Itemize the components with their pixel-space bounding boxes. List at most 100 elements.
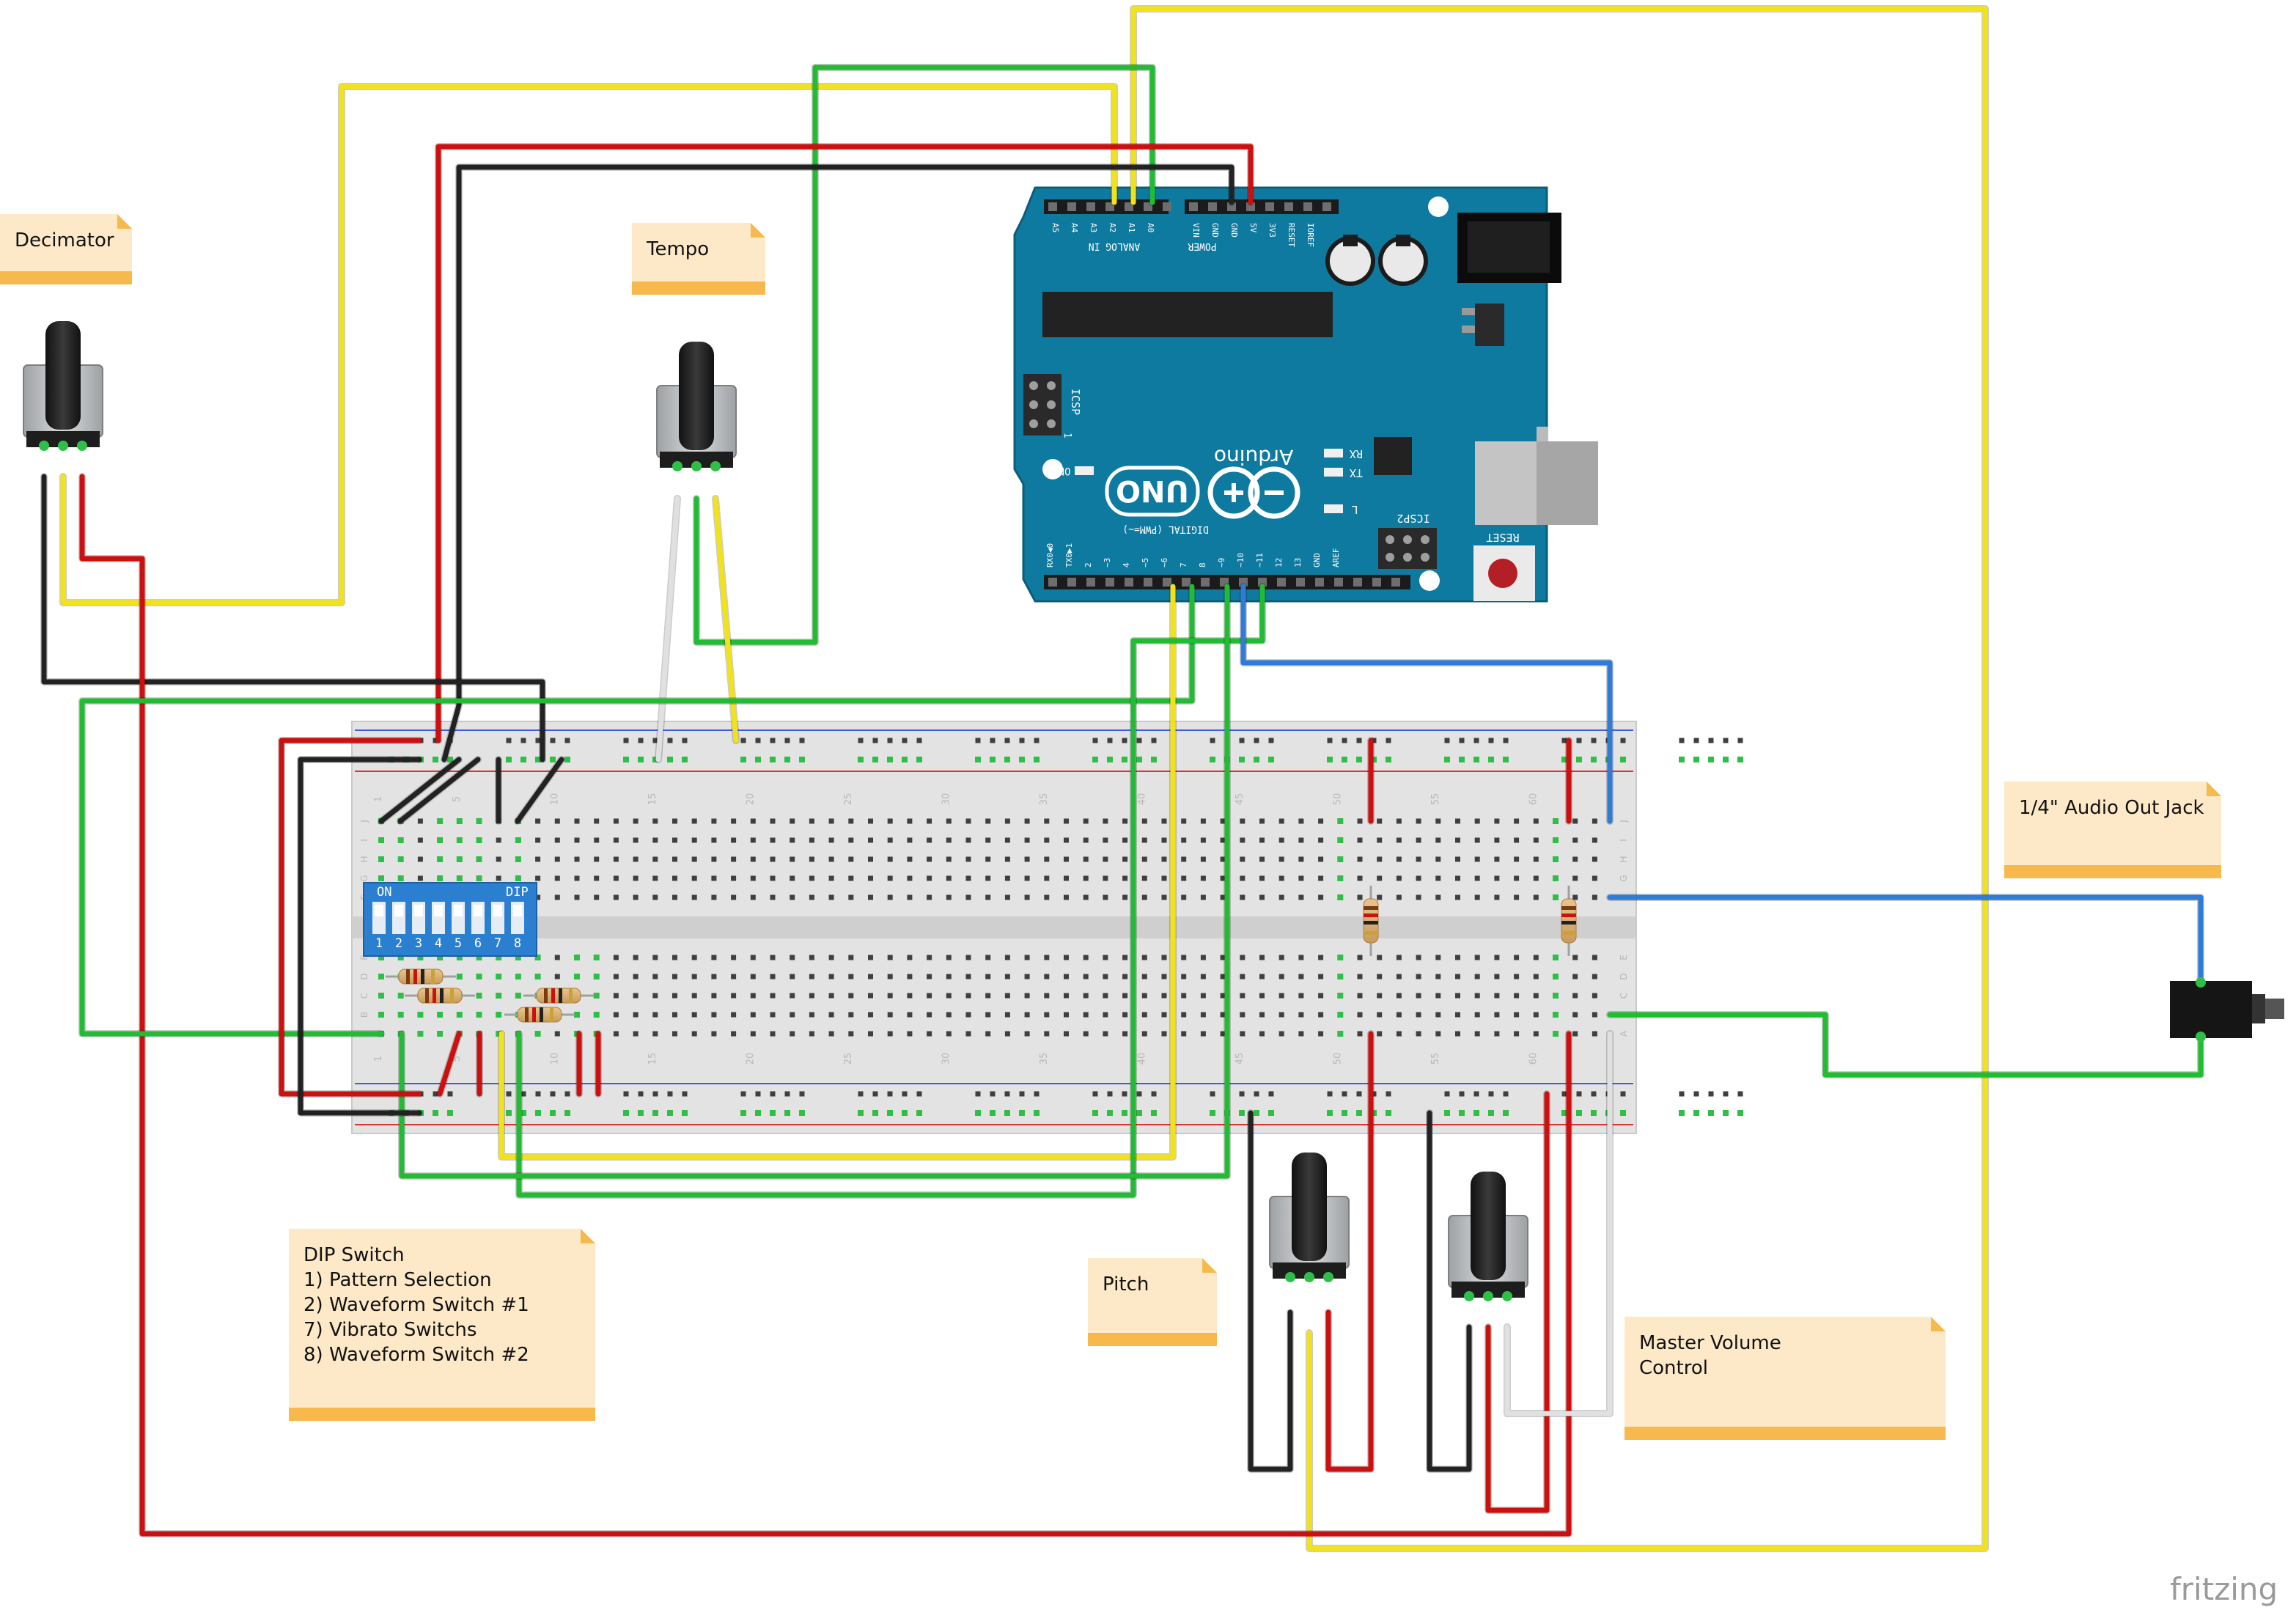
breadboard-hole	[1494, 955, 1500, 960]
rail-hole-connected	[1151, 757, 1157, 762]
breadboard-hole	[946, 894, 952, 900]
breadboard-hole	[1435, 974, 1441, 979]
connected-hole	[476, 993, 482, 999]
rail-hole	[1737, 1091, 1743, 1097]
breadboard-hole	[672, 1031, 677, 1037]
rail-hole-connected	[1092, 1110, 1098, 1116]
rail-hole	[1459, 738, 1465, 743]
breadboard-hole	[1435, 875, 1441, 881]
breadboard-hole	[691, 856, 697, 862]
rail-hole-connected	[784, 757, 790, 762]
breadboard-hole	[554, 974, 560, 979]
connected-hole	[1337, 837, 1344, 843]
rail-hole	[1019, 738, 1025, 743]
wire-green-pin7	[79, 584, 1195, 1037]
breadboard-hole	[1004, 875, 1010, 881]
dip-toggle-knob	[434, 905, 443, 916]
connected-hole	[378, 974, 384, 979]
rail-hole-connected	[1371, 757, 1377, 762]
breadboard-hole	[417, 837, 423, 843]
breadboard-hole	[1220, 818, 1226, 824]
breadboard-hole	[1592, 1012, 1597, 1018]
breadboard-hole	[965, 1031, 971, 1037]
breadboard-hole	[1103, 1012, 1108, 1018]
rail-hole-connected	[1459, 1110, 1465, 1116]
connected-hole	[1337, 875, 1344, 881]
wire-yellow-decimator	[60, 84, 1117, 606]
breadboard-hole	[907, 875, 913, 881]
breadboard-hole	[809, 1012, 814, 1018]
breadboard-hole	[770, 818, 776, 824]
rail-hole	[770, 1091, 776, 1097]
row-letter: I	[1619, 839, 1629, 842]
breadboard-hole	[1474, 1031, 1480, 1037]
breadboard-hole	[1004, 894, 1010, 900]
breadboard-hole	[907, 856, 913, 862]
dip-number: 2	[395, 936, 402, 951]
breadboard-hole	[1377, 993, 1383, 999]
header-pin	[1105, 202, 1114, 211]
breadboard-hole	[809, 1031, 814, 1037]
rail-hole-connected	[652, 757, 658, 762]
dip-toggle-knob	[394, 905, 403, 916]
breadboard-hole	[868, 894, 873, 900]
row-letter: H	[1619, 856, 1629, 862]
breadboard-hole	[1435, 1031, 1441, 1037]
breadboard-hole	[1396, 837, 1402, 843]
breadboard-hole	[1122, 1031, 1128, 1037]
rail-hole	[1576, 738, 1582, 743]
breadboard-hole	[1103, 875, 1108, 881]
breadboard-hole	[1533, 974, 1539, 979]
breadboard-hole	[594, 837, 600, 843]
breadboard-hole	[1181, 894, 1187, 900]
breadboard-hole	[1259, 955, 1265, 960]
rail-hole-connected	[1503, 757, 1509, 762]
rail-hole-connected	[784, 1110, 790, 1116]
dip-number: 7	[494, 936, 501, 951]
breadboard-hole	[809, 818, 814, 824]
breadboard-hole	[965, 993, 971, 999]
breadboard-hole	[868, 837, 873, 843]
breadboard-hole	[652, 955, 658, 960]
rail-hole-connected	[887, 757, 893, 762]
header-pin	[1303, 202, 1312, 211]
breadboard-hole	[828, 837, 834, 843]
power-pin-label: 5V	[1248, 223, 1258, 233]
breadboard-hole	[633, 974, 639, 979]
breadboard-hole	[1240, 875, 1245, 881]
rail-hole	[887, 738, 893, 743]
rail-hole	[1107, 1091, 1113, 1097]
breadboard-hole	[985, 1012, 991, 1018]
breadboard-hole	[554, 955, 560, 960]
uno-logo	[1105, 466, 1300, 519]
breadboard-hole	[672, 955, 677, 960]
breadboard-hole	[1064, 856, 1069, 862]
rail-hole-connected	[1327, 757, 1333, 762]
rail-hole	[667, 1091, 673, 1097]
breadboard-hole	[985, 894, 991, 900]
rail-hole-connected	[682, 1110, 688, 1116]
connected-hole	[1337, 955, 1344, 960]
breadboard-hole	[691, 974, 697, 979]
breadboard-hole	[1181, 856, 1187, 862]
rail-hole	[520, 738, 526, 743]
breadboard-hole	[691, 955, 697, 960]
breadboard-hole	[828, 894, 834, 900]
rail-hole	[1693, 1091, 1699, 1097]
breadboard-hole	[946, 856, 952, 862]
rail-hole	[667, 738, 673, 743]
breadboard-hole	[1474, 818, 1480, 824]
breadboard-hole	[985, 875, 991, 881]
breadboard-hole	[1200, 974, 1206, 979]
connected-hole	[1553, 993, 1559, 999]
rail-hole-connected	[799, 1110, 805, 1116]
rail-hole-connected	[799, 757, 805, 762]
connected-hole	[496, 955, 502, 960]
breadboard-hole	[1514, 894, 1520, 900]
potentiometer-decimator-knob	[45, 321, 81, 430]
connected-hole	[515, 993, 521, 999]
breadboard-hole	[1318, 1031, 1324, 1037]
breadboard-hole	[633, 894, 639, 900]
digital-pin-label: ~5	[1141, 558, 1150, 567]
